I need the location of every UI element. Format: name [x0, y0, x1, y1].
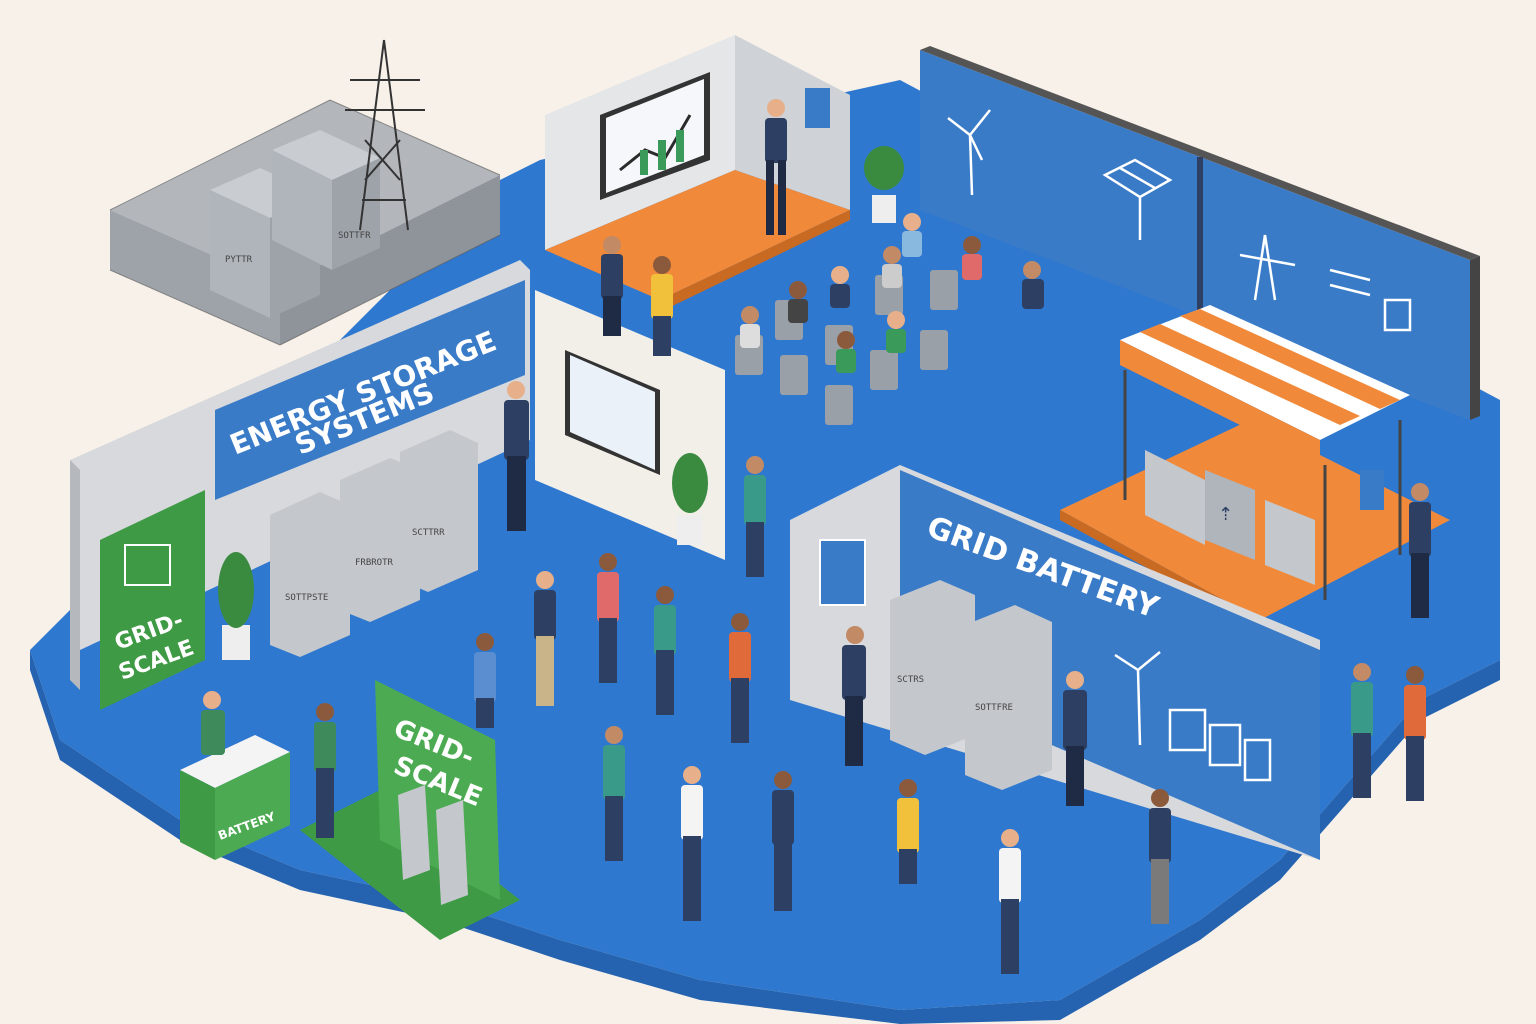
ess-cabinet-2-label: FRBROTR [355, 558, 394, 568]
person [897, 779, 919, 884]
presentation-stage [545, 35, 850, 312]
person [681, 766, 703, 921]
person [654, 586, 676, 715]
presenter [765, 99, 787, 235]
grid-cabinet-2-label: SOTTFRE [975, 703, 1013, 713]
circuit-diagram-icon [1329, 268, 1412, 332]
grid-battery-poster [819, 539, 866, 606]
person [474, 633, 496, 728]
person [201, 691, 225, 755]
seated-attendees [740, 213, 1044, 373]
person [999, 829, 1021, 974]
yard-cabinet-2: SOTTFR [272, 130, 380, 270]
person [314, 703, 336, 838]
person [597, 553, 619, 683]
renewables-banner-wall [920, 46, 1480, 420]
ess-booth: ENERGY STORAGE SYSTEMS SOTTPSTE FRBROTR … [70, 260, 530, 710]
upload-arrow-icon: ⇡ [1218, 504, 1233, 525]
potted-plant-panel [672, 453, 708, 545]
grid-cabinet-1-label: SCTRS [897, 675, 924, 685]
transmission-tower [345, 39, 425, 231]
power-pylon-icon [1239, 234, 1296, 301]
person [1404, 666, 1426, 801]
yard-cabinet-2-label: SOTTFR [338, 231, 371, 241]
substation-yard: PYTTR SOTTFR [109, 39, 501, 346]
standing-attendees [201, 236, 1431, 974]
person [601, 236, 623, 336]
display-panel [535, 290, 725, 560]
stage-poster [805, 88, 830, 128]
person [651, 256, 673, 356]
striped-awning [1120, 305, 1410, 465]
person [772, 771, 794, 911]
ess-cabinet-1-label: SOTTPSTE [285, 593, 328, 603]
booth-cabinets: ⇡ [1145, 450, 1315, 585]
person [729, 613, 751, 743]
person [534, 571, 556, 706]
person [1351, 663, 1373, 798]
grid-battery-cabinets: SCTRS SOTTFRE [890, 580, 1052, 790]
ess-cabinet-3-label: SCTTRR [412, 528, 445, 538]
person [504, 381, 529, 531]
grid-battery-booth: GRID BATTERY SCTRS SOTTFRE [790, 465, 1320, 860]
ess-cabinets: SOTTPSTE FRBROTR SCTTRR [270, 430, 478, 657]
booth-kiosk [1360, 470, 1384, 510]
person [744, 456, 766, 577]
awning-booth: ⇡ [1060, 305, 1450, 630]
wind-turbine-icon-2 [1114, 651, 1161, 746]
potted-plant-stage [864, 146, 904, 223]
grid-scale-booth-b: GRID- SCALE [300, 680, 520, 940]
person [603, 726, 625, 861]
wind-turbine-icon [947, 109, 991, 196]
person [1149, 789, 1171, 924]
potted-plant-ess [218, 552, 254, 660]
battery-counter: BATTERY [180, 735, 290, 860]
person [1063, 671, 1087, 806]
stage-screen [600, 72, 710, 200]
yard-cabinet-1-label: PYTTR [225, 255, 253, 265]
factory-icon [1168, 708, 1272, 782]
person [842, 626, 866, 766]
solar-panel-icon [1102, 158, 1173, 240]
audience-seating [735, 213, 1044, 425]
person [1409, 483, 1431, 618]
